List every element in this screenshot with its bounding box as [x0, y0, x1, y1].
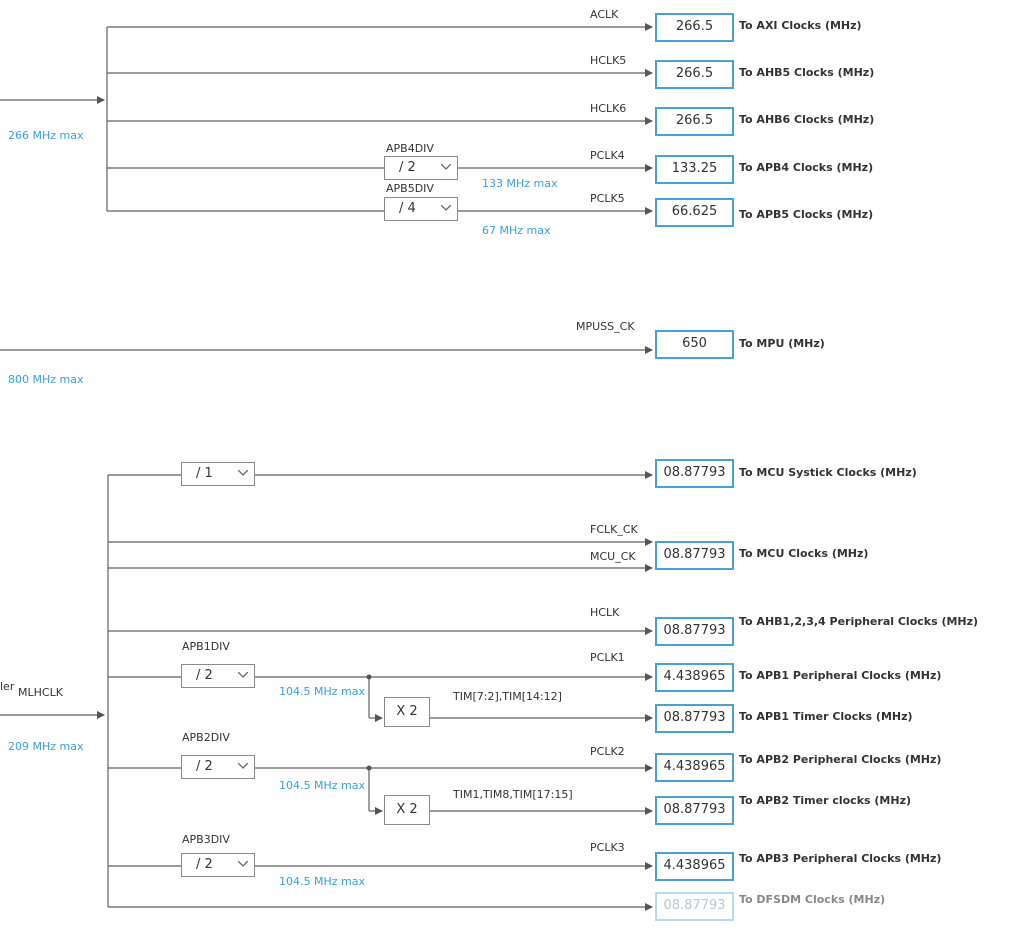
apb5-divider-select[interactable]: / 4	[384, 197, 458, 221]
apb3-divider-select[interactable]: / 2	[181, 853, 255, 877]
mpu-clock-label: To MPU (MHz)	[739, 337, 825, 350]
mcu-systick-clock-value[interactable]: 08.87793	[655, 459, 734, 488]
max-800-label: 800 MHz max	[8, 373, 84, 386]
apb1-divider-value: / 2	[196, 668, 213, 683]
ahb6-clock-value[interactable]: 266.5	[655, 107, 734, 136]
apb4-divider-select[interactable]: / 2	[384, 156, 458, 180]
max-apb2-label: 104.5 MHz max	[279, 779, 365, 792]
tim-apb1-label: TIM[7:2],TIM[14:12]	[453, 690, 562, 703]
mcu-systick-clock-label: To MCU Systick Clocks (MHz)	[739, 466, 917, 479]
apb5-clock-label: To APB5 Clocks (MHz)	[739, 208, 874, 221]
chevron-down-icon	[441, 205, 451, 211]
signal-pclk2: PCLK2	[590, 745, 625, 758]
signal-pclk3: PCLK3	[590, 841, 625, 854]
apb3-divider-value: / 2	[196, 857, 213, 872]
apb4-clock-value[interactable]: 133.25	[655, 155, 734, 184]
signal-aclk: ACLK	[590, 8, 619, 21]
chevron-down-icon	[238, 470, 248, 476]
mcu-clock-label: To MCU Clocks (MHz)	[739, 547, 869, 560]
apb1-timer-multiplier: X 2	[384, 697, 430, 727]
max-133-label: 133 MHz max	[482, 177, 558, 190]
max-266-label: 266 MHz max	[8, 129, 84, 142]
ahb5-clock-label: To AHB5 Clocks (MHz)	[739, 66, 875, 79]
ahb1234-clock-label: To AHB1,2,3,4 Peripheral Clocks (MHz)	[739, 615, 979, 628]
apb5-divider-value: / 4	[399, 201, 416, 216]
signal-hclk6: HCLK6	[590, 102, 627, 115]
mcu-clock-value[interactable]: 08.87793	[655, 541, 734, 570]
signal-fclk-ck: FCLK_CK	[590, 523, 638, 536]
mpu-clock-value[interactable]: 650	[655, 330, 734, 359]
axi-clock-value[interactable]: 266.5	[655, 13, 734, 42]
apb2-peripheral-clock-value[interactable]: 4.438965	[655, 753, 734, 782]
signal-mpuss-ck: MPUSS_CK	[576, 320, 635, 333]
systick-divider-value: / 1	[196, 466, 213, 481]
apb4-clock-label: To APB4 Clocks (MHz)	[739, 161, 874, 174]
apb2-timer-clock-label: To APB2 Timer clocks (MHz)	[739, 794, 911, 807]
chevron-down-icon	[238, 861, 248, 867]
ahb6-clock-label: To AHB6 Clocks (MHz)	[739, 113, 875, 126]
apb3div-label: APB3DIV	[182, 833, 230, 846]
max-67-label: 67 MHz max	[482, 224, 551, 237]
apb2-timer-clock-value[interactable]: 08.87793	[655, 796, 734, 825]
ahb1234-clock-value[interactable]: 08.87793	[655, 617, 734, 646]
apb1-timer-clock-value[interactable]: 08.87793	[655, 704, 734, 733]
signal-mcu-ck: MCU_CK	[590, 550, 636, 563]
max-apb1-label: 104.5 MHz max	[279, 685, 365, 698]
apb1-peripheral-clock-value[interactable]: 4.438965	[655, 663, 734, 692]
apb1-peripheral-clock-label: To APB1 Peripheral Clocks (MHz)	[739, 669, 942, 682]
mlhclk-prefix: ler	[0, 680, 15, 693]
apb2-timer-multiplier: X 2	[384, 795, 430, 825]
axi-clock-label: To AXI Clocks (MHz)	[739, 19, 862, 32]
apb4div-label: APB4DIV	[386, 142, 434, 155]
chevron-down-icon	[238, 672, 248, 678]
apb1div-label: APB1DIV	[182, 640, 230, 653]
signal-pclk1: PCLK1	[590, 651, 625, 664]
mlhclk-label: MLHCLK	[18, 686, 63, 699]
apb2-divider-value: / 2	[196, 759, 213, 774]
apb2-peripheral-clock-label: To APB2 Peripheral Clocks (MHz)	[739, 753, 942, 766]
apb3-peripheral-clock-value[interactable]: 4.438965	[655, 852, 734, 881]
apb5-clock-value[interactable]: 66.625	[655, 198, 734, 227]
apb3-peripheral-clock-label: To APB3 Peripheral Clocks (MHz)	[739, 852, 942, 865]
tim-apb2-label: TIM1,TIM8,TIM[17:15]	[453, 788, 573, 801]
signal-hclk: HCLK	[590, 606, 620, 619]
dfsdm-clock-value: 08.87793	[655, 892, 734, 921]
systick-divider-select[interactable]: / 1	[181, 462, 255, 486]
apb1-timer-clock-label: To APB1 Timer Clocks (MHz)	[739, 710, 913, 723]
dfsdm-clock-label: To DFSDM Clocks (MHz)	[739, 893, 886, 906]
signal-pclk4: PCLK4	[590, 149, 625, 162]
ahb5-clock-value[interactable]: 266.5	[655, 60, 734, 89]
apb1-divider-select[interactable]: / 2	[181, 664, 255, 688]
apb2-divider-select[interactable]: / 2	[181, 755, 255, 779]
chevron-down-icon	[238, 763, 248, 769]
apb5div-label: APB5DIV	[386, 182, 434, 195]
apb4-divider-value: / 2	[399, 160, 416, 175]
signal-hclk5: HCLK5	[590, 54, 627, 67]
apb2div-label: APB2DIV	[182, 731, 230, 744]
signal-pclk5: PCLK5	[590, 192, 625, 205]
chevron-down-icon	[441, 164, 451, 170]
max-209-label: 209 MHz max	[8, 740, 84, 753]
max-apb3-label: 104.5 MHz max	[279, 875, 365, 888]
